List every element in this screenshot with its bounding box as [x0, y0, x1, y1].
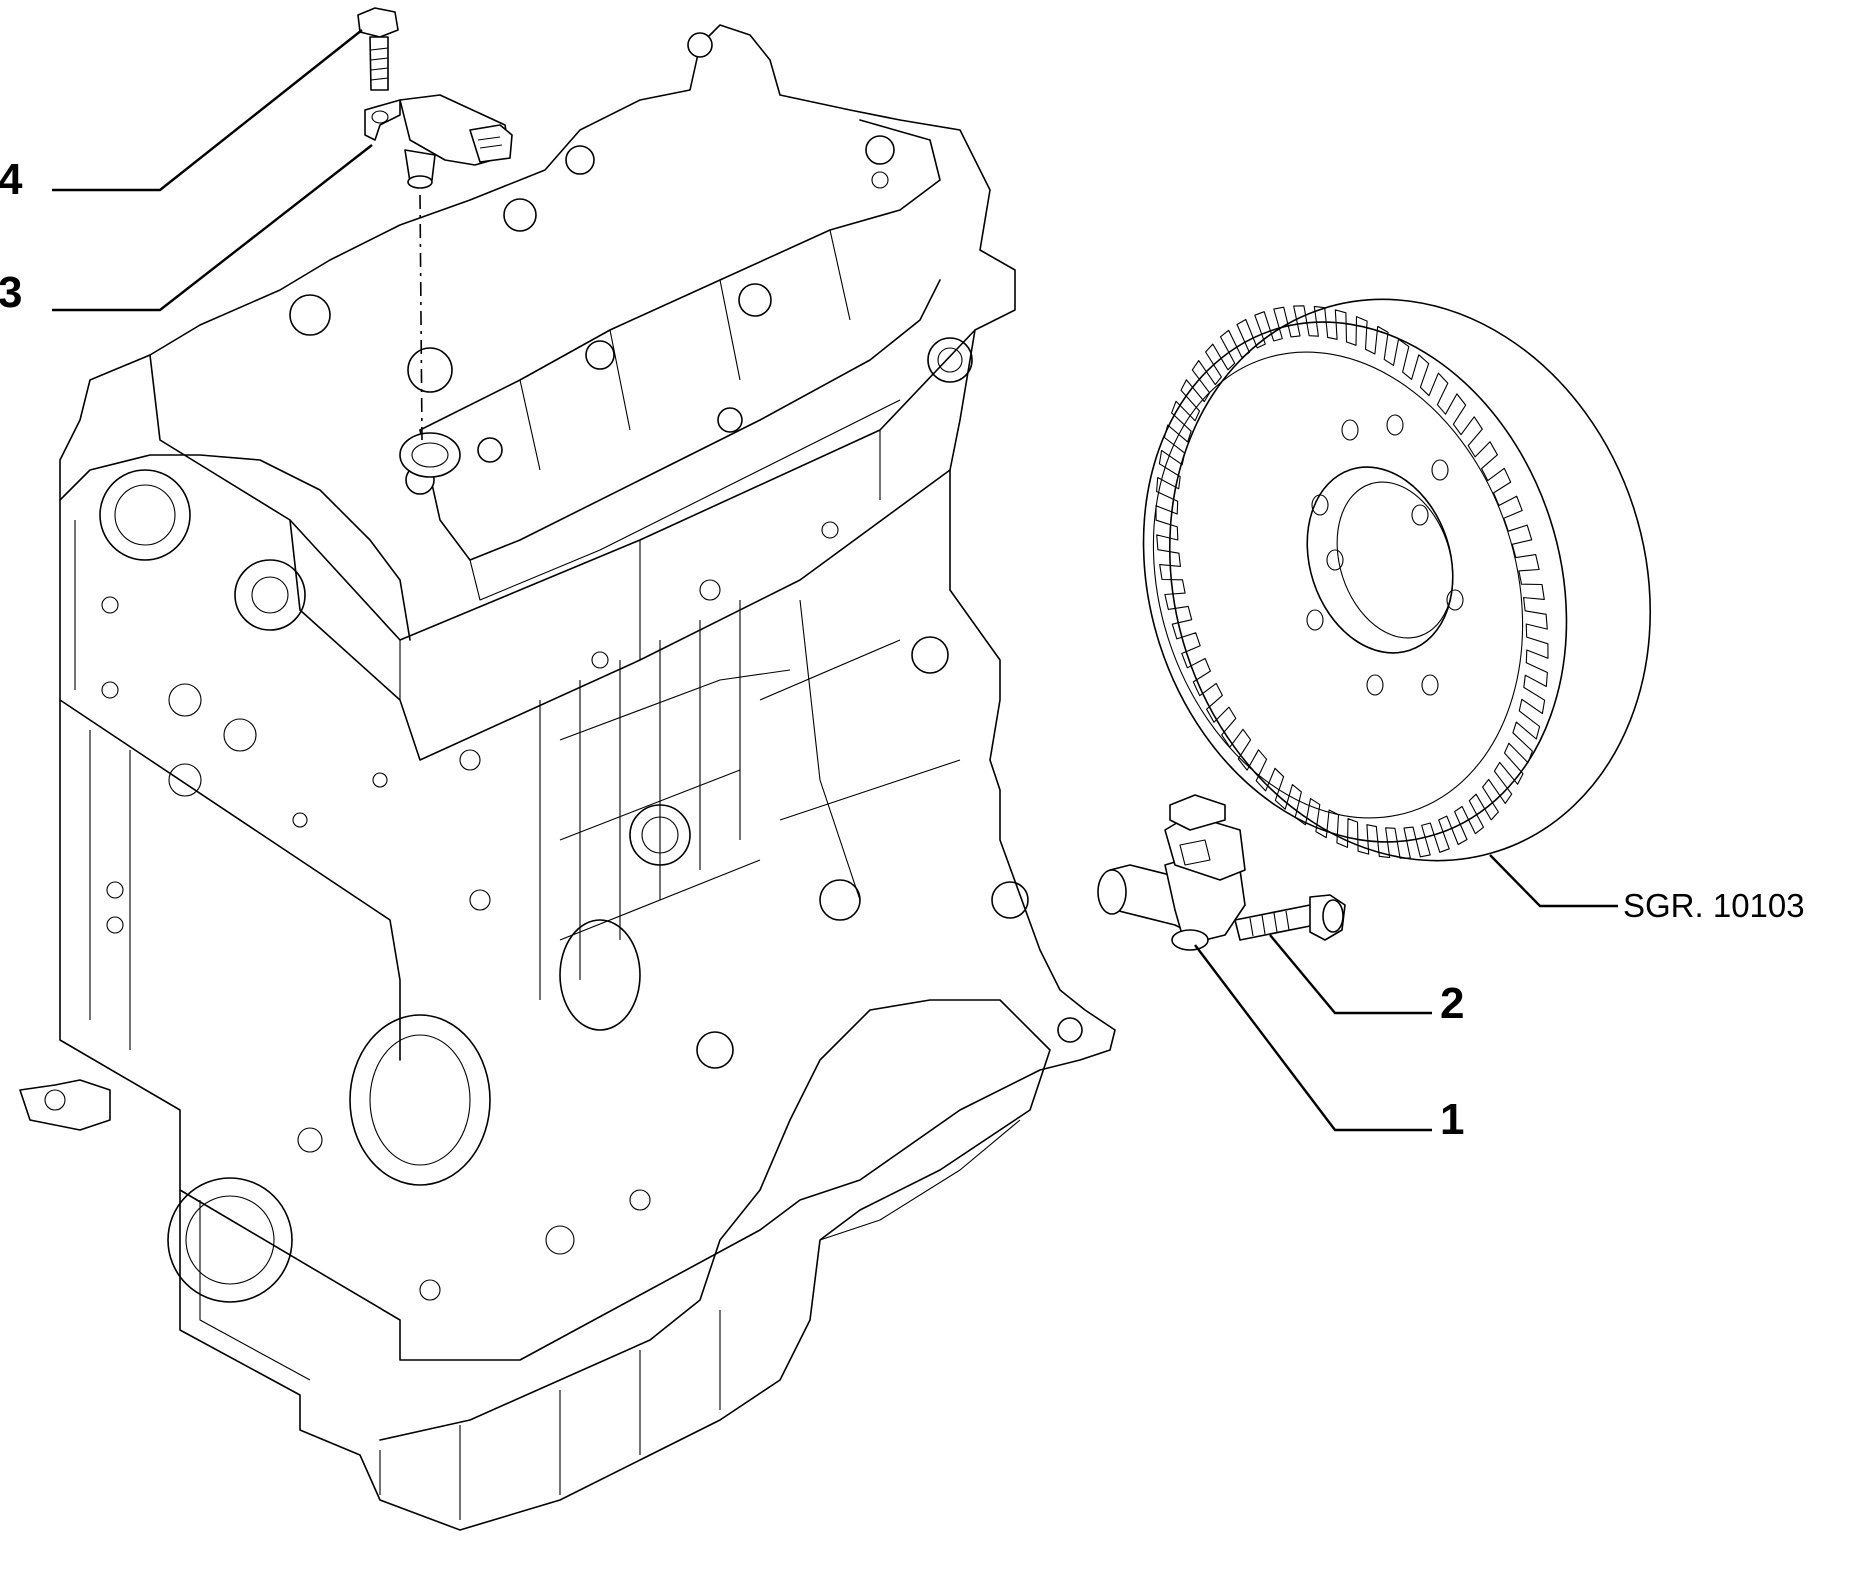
leader-2 — [1269, 934, 1432, 1015]
tone-wheel-teeth — [1155, 305, 1549, 859]
reference-label: SGR. 10103 — [1623, 887, 1805, 924]
cam-bolt-part — [357, 7, 399, 91]
leader-ref — [1489, 854, 1618, 908]
cam-sensor-part — [364, 94, 513, 189]
tone-wheel — [1142, 298, 1652, 862]
leader-4 — [52, 29, 363, 192]
stud-row — [289, 32, 895, 495]
wheel-bolt-holes — [1306, 414, 1464, 696]
callout-4: 4 — [0, 155, 23, 204]
leader-lines — [52, 29, 1618, 1132]
engine-block — [19, 24, 1116, 1531]
crank-sensor-part — [1097, 794, 1246, 951]
callout-1: 1 — [1440, 1095, 1465, 1144]
alignment-axis — [419, 194, 423, 441]
leader-3 — [52, 144, 373, 312]
bolt-part — [1234, 894, 1346, 941]
callout-3: 3 — [0, 268, 23, 317]
callout-2: 2 — [1440, 979, 1465, 1028]
leader-1 — [1194, 944, 1432, 1132]
block-holes — [101, 171, 889, 1301]
